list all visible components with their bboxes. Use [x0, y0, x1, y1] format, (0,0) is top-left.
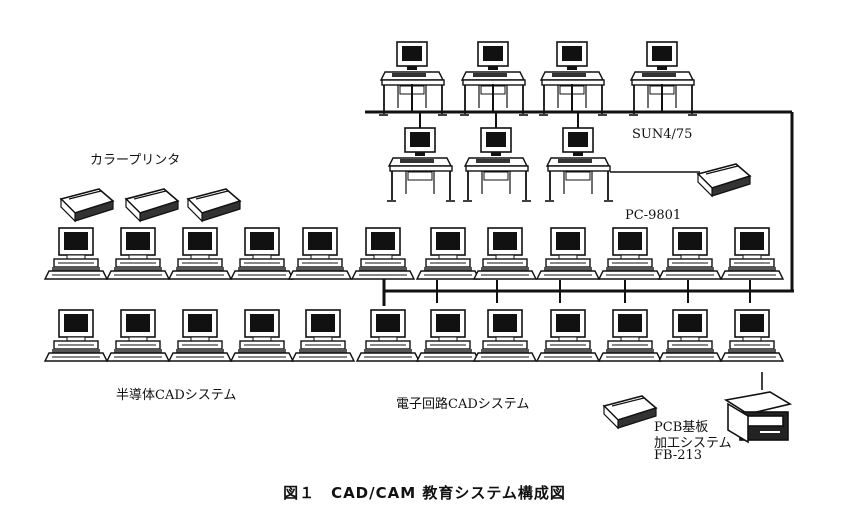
- pcb-label-1: PCB基板: [654, 420, 709, 435]
- sun-printer: [697, 163, 751, 197]
- color-printer: [60, 188, 114, 222]
- color-printer: [187, 188, 241, 222]
- sun-workstation: [544, 127, 614, 202]
- figure-caption: 図１ CAD/CAM 教育システム構成図: [283, 484, 566, 502]
- color-printer: [125, 188, 179, 222]
- pcb-printer: [603, 395, 657, 429]
- system-diagram: [44, 41, 794, 444]
- color-printer-label: カラープリンタ: [90, 153, 181, 168]
- pcb-label-2: 加工システム: [654, 436, 732, 451]
- bus-drops: [411, 84, 763, 390]
- sun-workstation: [462, 127, 532, 202]
- pc-row-lower: [44, 309, 784, 362]
- sun-workstation: [386, 127, 456, 202]
- pc-row-upper: [44, 227, 784, 280]
- sun-label: SUN4/75: [632, 127, 693, 142]
- pcb-label-3: FB-213: [654, 448, 703, 463]
- pc-label: PC-9801: [625, 208, 682, 223]
- semiconductor-cad-label: 半導体CADシステム: [116, 388, 237, 403]
- electronic-cad-label: 電子回路CADシステム: [396, 397, 530, 412]
- pcb-milling-machine: [723, 391, 793, 444]
